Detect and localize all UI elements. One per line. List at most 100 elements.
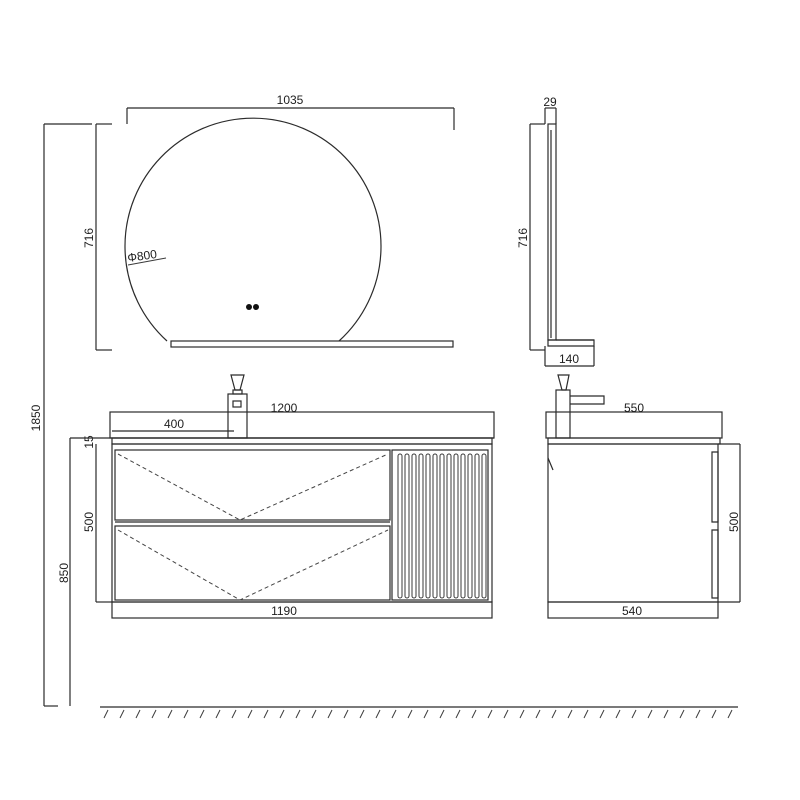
floor-hatch-stroke: [391, 709, 397, 719]
dim-716-side: 716: [516, 228, 530, 248]
floor-line: [100, 706, 738, 719]
floor-hatch-stroke: [471, 709, 477, 719]
floor-hatch-stroke: [519, 709, 525, 719]
dim-716-front: 716: [82, 228, 96, 248]
floor-hatch-stroke: [551, 709, 557, 719]
dim-400: 400: [164, 417, 184, 431]
floor-hatch-stroke: [119, 709, 125, 719]
mirror-circle: [124, 117, 382, 342]
vanity-front-view: 1200 400 15 850 500 1190: [57, 374, 495, 706]
floor-hatch-stroke: [487, 709, 493, 719]
floor-hatch-stroke: [695, 709, 701, 719]
floor-hatch-stroke: [183, 709, 189, 719]
side-plinth: [547, 601, 719, 619]
drawer-open-indicator: [117, 529, 389, 601]
floor-hatch-stroke: [247, 709, 253, 719]
floor-hatch-stroke: [295, 709, 301, 719]
floor-hatch-stroke: [423, 709, 429, 719]
flute-groove: [397, 453, 403, 599]
floor-hatch-stroke: [679, 709, 685, 719]
floor-hatch-stroke: [647, 709, 653, 719]
flute-groove: [411, 453, 417, 599]
floor-hatch-stroke: [599, 709, 605, 719]
floor-hatch-stroke: [455, 709, 461, 719]
side-cabinet: [547, 443, 719, 603]
fluted-panel: [391, 449, 489, 601]
mirror-profile: [547, 123, 557, 341]
flute-groove: [453, 453, 459, 599]
dim-500-front: 500: [82, 512, 96, 532]
sensor-dot-icon: [253, 304, 259, 310]
floor-hatch-stroke: [215, 709, 221, 719]
top-edge: [111, 437, 493, 445]
floor-hatch-stroke: [503, 709, 509, 719]
flute-groove: [432, 453, 438, 599]
floor-hatch-stroke: [663, 709, 669, 719]
overall-height-dimension: 1850: [29, 123, 92, 707]
flute-groove: [418, 453, 424, 599]
floor-hatch-stroke: [103, 709, 109, 719]
dim-29: 29: [543, 95, 557, 109]
floor-hatch-stroke: [615, 709, 621, 719]
dim-1035: 1035: [277, 93, 304, 107]
dim-1190: 1190: [271, 604, 297, 618]
dim-1850: 1850: [29, 404, 43, 431]
upper-drawer[interactable]: [114, 449, 391, 521]
drawer-handle-upper: [711, 451, 719, 523]
flute-groove: [474, 453, 480, 599]
floor-hatch-stroke: [151, 709, 157, 719]
drawer-handle-lower: [711, 529, 719, 599]
floor-hatch-stroke: [407, 709, 413, 719]
floor-hatch-stroke: [167, 709, 173, 719]
dim-1200: 1200: [271, 401, 298, 415]
dim-550: 550: [624, 401, 644, 415]
flute-groove: [446, 453, 452, 599]
flute-groove: [460, 453, 466, 599]
floor-hatch-stroke: [279, 709, 285, 719]
floor-hatch-stroke: [343, 709, 349, 719]
flute-groove: [481, 453, 487, 599]
floor-hatching: [103, 709, 733, 719]
side-top-edge: [547, 437, 721, 445]
floor-hatch-stroke: [439, 709, 445, 719]
shelf-profile: [547, 339, 595, 347]
floor-hatch-stroke: [535, 709, 541, 719]
flute-groove: [404, 453, 410, 599]
lower-drawer[interactable]: [114, 525, 391, 601]
cabinet-body: [111, 443, 493, 603]
floor-hatch-stroke: [231, 709, 237, 719]
mirror-front-view: 1035 716 Φ800: [82, 93, 455, 351]
faucet-icon: [227, 374, 248, 439]
floor-hatch-stroke: [135, 709, 141, 719]
floor-hatch-stroke: [727, 709, 733, 719]
floor-hatch-stroke: [311, 709, 317, 719]
mirror-shelf: [170, 340, 454, 348]
dim-540: 540: [622, 604, 642, 618]
dim-140: 140: [559, 352, 579, 366]
cabinet-plinth: [111, 601, 493, 619]
dim-850: 850: [57, 563, 71, 583]
floor-hatch-stroke: [631, 709, 637, 719]
floor-hatch-stroke: [375, 709, 381, 719]
faucet-side-icon: [555, 374, 605, 439]
flute-groove: [467, 453, 473, 599]
flute-groove: [439, 453, 445, 599]
fluted-panel-grooves: [397, 453, 487, 599]
drawer-open-indicator: [117, 453, 389, 521]
floor-hatch-stroke: [327, 709, 333, 719]
vanity-side-view: 550 500 540: [545, 374, 741, 619]
flute-groove: [425, 453, 431, 599]
floor-hatch-stroke: [567, 709, 573, 719]
floor-hatch-stroke: [263, 709, 269, 719]
sensor-dot-icon: [246, 304, 252, 310]
side-countertop: [545, 411, 723, 439]
floor-hatch-stroke: [359, 709, 365, 719]
mirror-side-view: 29 716 140: [516, 95, 595, 367]
dim-500-side: 500: [727, 512, 741, 532]
floor-hatch-stroke: [711, 709, 717, 719]
floor-hatch-stroke: [583, 709, 589, 719]
dim-15: 15: [82, 435, 96, 449]
floor-hatch-stroke: [199, 709, 205, 719]
